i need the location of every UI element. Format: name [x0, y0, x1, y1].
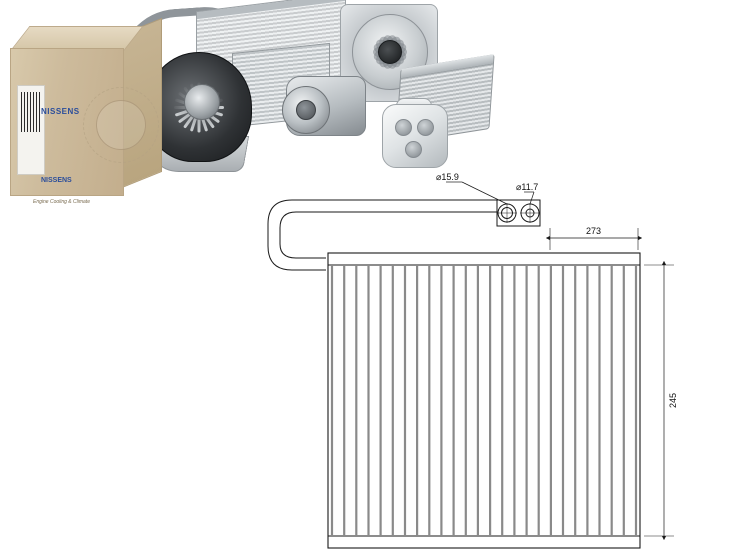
- box-tagline: Engine Cooling & Climate: [33, 199, 90, 205]
- receiver-drier-part: [382, 104, 448, 168]
- dim-port-small-label: ⌀11.7: [516, 182, 538, 192]
- dim-width-label: 273: [586, 226, 601, 236]
- ac-compressor-hub: [296, 100, 316, 120]
- barcode-label: [17, 85, 45, 175]
- box-front-panel: NISSENS NISSENS Engine Cooling & Climate: [10, 48, 159, 205]
- receiver-drier-port-1: [395, 119, 412, 136]
- dim-port-large-label: ⌀15.9: [436, 172, 459, 182]
- product-box: NISSENS NISSENS Engine Cooling & Climate: [10, 17, 162, 205]
- barcode-icon: [21, 92, 41, 132]
- radiator-fan-hub: [378, 40, 402, 64]
- product-photo: NISSENS NISSENS Engine Cooling & Climate: [0, 0, 520, 205]
- box-brand-logo-bottom: NISSENS: [41, 177, 72, 184]
- receiver-drier-port-3: [405, 141, 422, 158]
- box-seal-icon: [83, 87, 159, 163]
- box-brand-logo: NISSENS: [41, 107, 80, 116]
- blower-motor-hub: [184, 84, 220, 120]
- dim-height-label: 245: [668, 393, 678, 408]
- evaporator-technical-drawing: ⌀15.9 ⌀11.7 273 245: [250, 170, 730, 550]
- receiver-drier-port-2: [417, 119, 434, 136]
